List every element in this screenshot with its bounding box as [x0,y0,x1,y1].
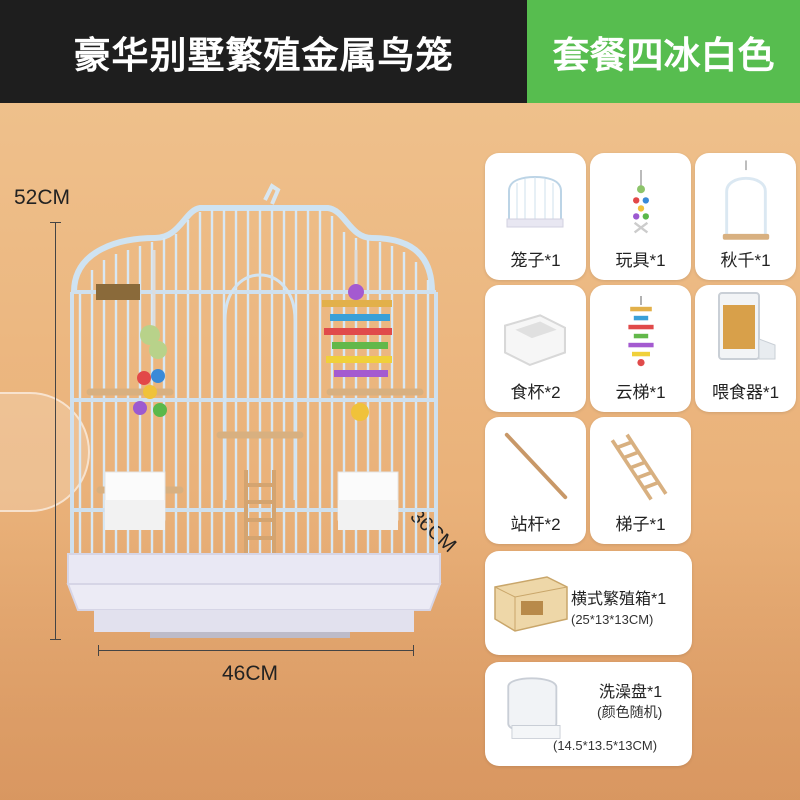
swing-icon [722,160,770,240]
breeding-box-icon [494,576,568,632]
accessory-label: 笼子*1 [510,251,561,270]
birdcage-illustration [66,183,442,638]
accessory-card-food-cup: 食杯*2 [485,285,586,412]
bath-tray-note: (颜色随机) [597,704,663,720]
package-label: 套餐四冰白色 [527,0,800,103]
accessory-card-perch: 站杆*2 [485,417,586,544]
accessory-card-feeder: 喂食器*1 [695,285,796,412]
accessory-card-toy: 玩具*1 [590,153,691,280]
bath-tray-card: 洗澡盘*1 (颜色随机) (14.5*13.5*13CM) [485,662,692,766]
accessory-label: 梯子*1 [615,515,666,534]
height-dimension-line [50,222,61,640]
breeding-box-label: 横式繁殖箱*1 [571,591,667,608]
width-dimension-line [98,645,414,656]
width-dimension: 46CM [222,662,279,685]
feeder-icon [718,292,776,360]
food-cup-icon [504,314,566,367]
perch-icon [504,432,568,500]
accessory-label: 云梯*1 [615,383,666,402]
cage-icon [506,175,564,228]
breeding-box-card: 横式繁殖箱*1 (25*13*13CM) [485,551,692,655]
accessory-card-cage: 笼子*1 [485,153,586,280]
accessory-label: 玩具*1 [615,251,666,270]
accessory-card-ladder: 梯子*1 [590,417,691,544]
height-dimension: 52CM [14,186,71,209]
bath-tray-size: (14.5*13.5*13CM) [553,738,658,753]
accessory-card-cloud-ladder: 云梯*1 [590,285,691,412]
accessory-card-swing: 秋千*1 [695,153,796,280]
accessory-label: 站杆*2 [510,515,561,534]
accessory-label: 喂食器*1 [711,383,780,402]
accessory-label: 食杯*2 [510,383,561,402]
toy-icon [633,170,649,234]
breeding-box-size: (25*13*13CM) [571,612,654,627]
product-title: 豪华别墅繁殖金属鸟笼 [0,0,527,103]
bath-tray-icon [507,677,561,739]
bath-tray-label: 洗澡盘*1 [599,684,663,701]
cloud-ladder-icon [628,296,654,367]
accessory-label: 秋千*1 [720,251,771,270]
ladder-icon [610,433,668,501]
